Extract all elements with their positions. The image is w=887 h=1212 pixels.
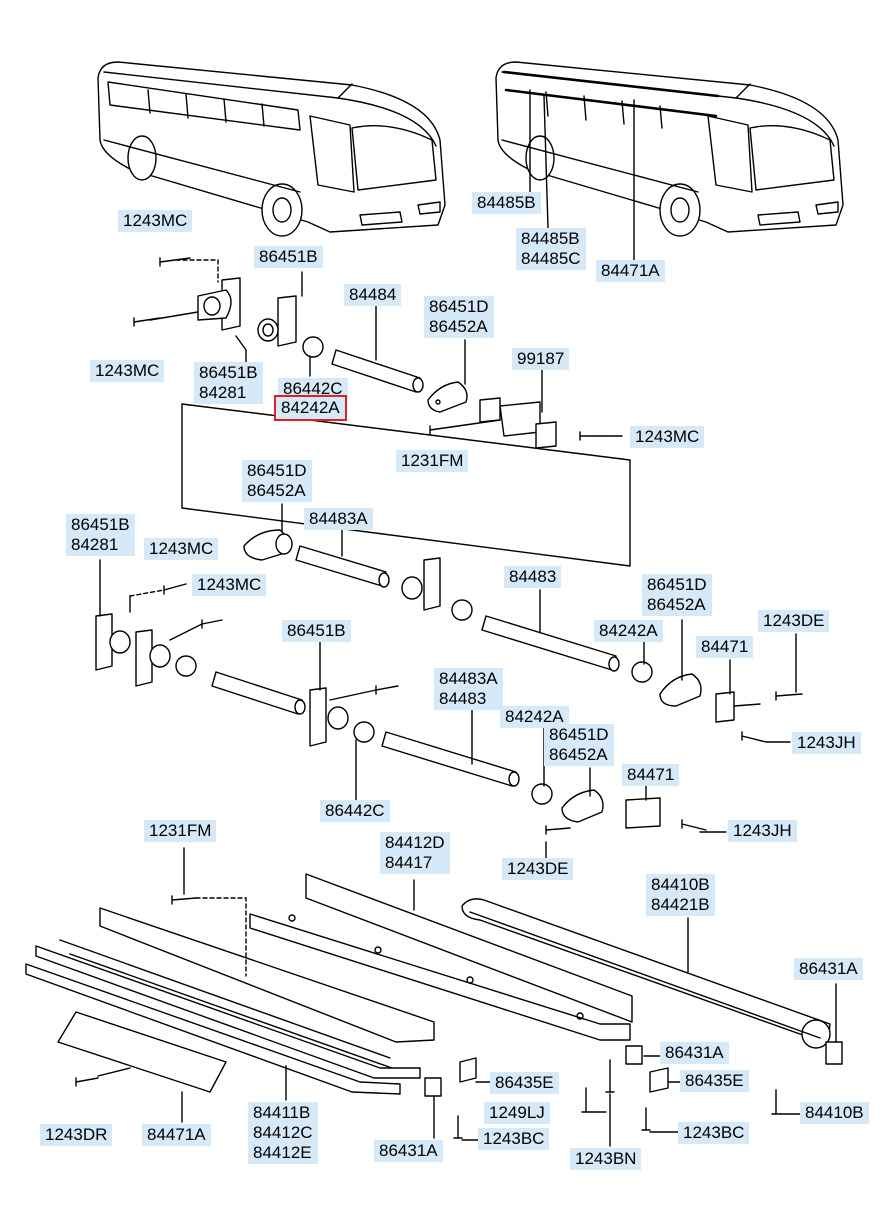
part-label[interactable]: 1243MC: [630, 426, 705, 448]
part-label[interactable]: 84242A: [594, 620, 663, 642]
upper-rail-group: [133, 257, 623, 449]
part-label[interactable]: 1243BC: [478, 1128, 550, 1150]
part-label[interactable]: 1231FM: [144, 820, 217, 842]
part-label[interactable]: 86435E: [490, 1072, 559, 1094]
part-label[interactable]: 1249LJ: [484, 1102, 550, 1124]
part-label[interactable]: 84484: [344, 284, 402, 306]
part-label[interactable]: 1243JH: [728, 820, 797, 842]
part-label[interactable]: 84471: [696, 636, 754, 658]
part-label[interactable]: 1243DE: [758, 610, 830, 632]
part-label[interactable]: 84483: [504, 566, 562, 588]
part-label[interactable]: 86431A: [794, 958, 863, 980]
part-label[interactable]: 86435E: [680, 1070, 749, 1092]
part-label[interactable]: 84471A: [596, 260, 665, 282]
part-label[interactable]: 86451B: [254, 246, 323, 268]
part-label[interactable]: 84483A: [304, 508, 373, 530]
part-label[interactable]: 1243MC: [144, 538, 219, 560]
part-label[interactable]: 84471: [622, 764, 680, 786]
callout-leaders: [99, 271, 837, 1147]
part-label[interactable]: 86431A: [374, 1140, 443, 1162]
middle-rail-group: [95, 529, 803, 835]
part-label[interactable]: 1243BC: [678, 1122, 750, 1144]
part-label[interactable]: 1243JH: [792, 732, 861, 754]
part-label[interactable]: 84471A: [142, 1124, 211, 1146]
panel-outline: [181, 403, 631, 567]
part-label[interactable]: 1243MC: [90, 360, 165, 382]
part-label-highlighted[interactable]: 84242A: [274, 395, 347, 421]
lower-rail-group: [25, 873, 843, 1139]
bus-illustration-left: [97, 61, 446, 237]
part-label[interactable]: 1243DE: [502, 858, 574, 880]
part-label[interactable]: 1231FM: [396, 450, 469, 472]
part-label[interactable]: 86451B: [282, 620, 351, 642]
part-label[interactable]: 1243BN: [570, 1148, 642, 1170]
part-label[interactable]: 86431A: [660, 1042, 729, 1064]
part-label[interactable]: 1243DR: [40, 1124, 113, 1146]
part-label[interactable]: 84485B: [472, 192, 541, 214]
bus-illustration-right: [495, 61, 844, 263]
part-label[interactable]: 86442C: [278, 378, 348, 400]
part-label[interactable]: 1243MC: [192, 574, 267, 596]
part-label[interactable]: 84410B: [800, 1102, 869, 1124]
part-label[interactable]: 1243MC: [118, 210, 193, 232]
part-label[interactable]: 84242A: [500, 706, 569, 728]
part-label[interactable]: 86442C: [320, 800, 390, 822]
part-label[interactable]: 99187: [512, 348, 570, 370]
